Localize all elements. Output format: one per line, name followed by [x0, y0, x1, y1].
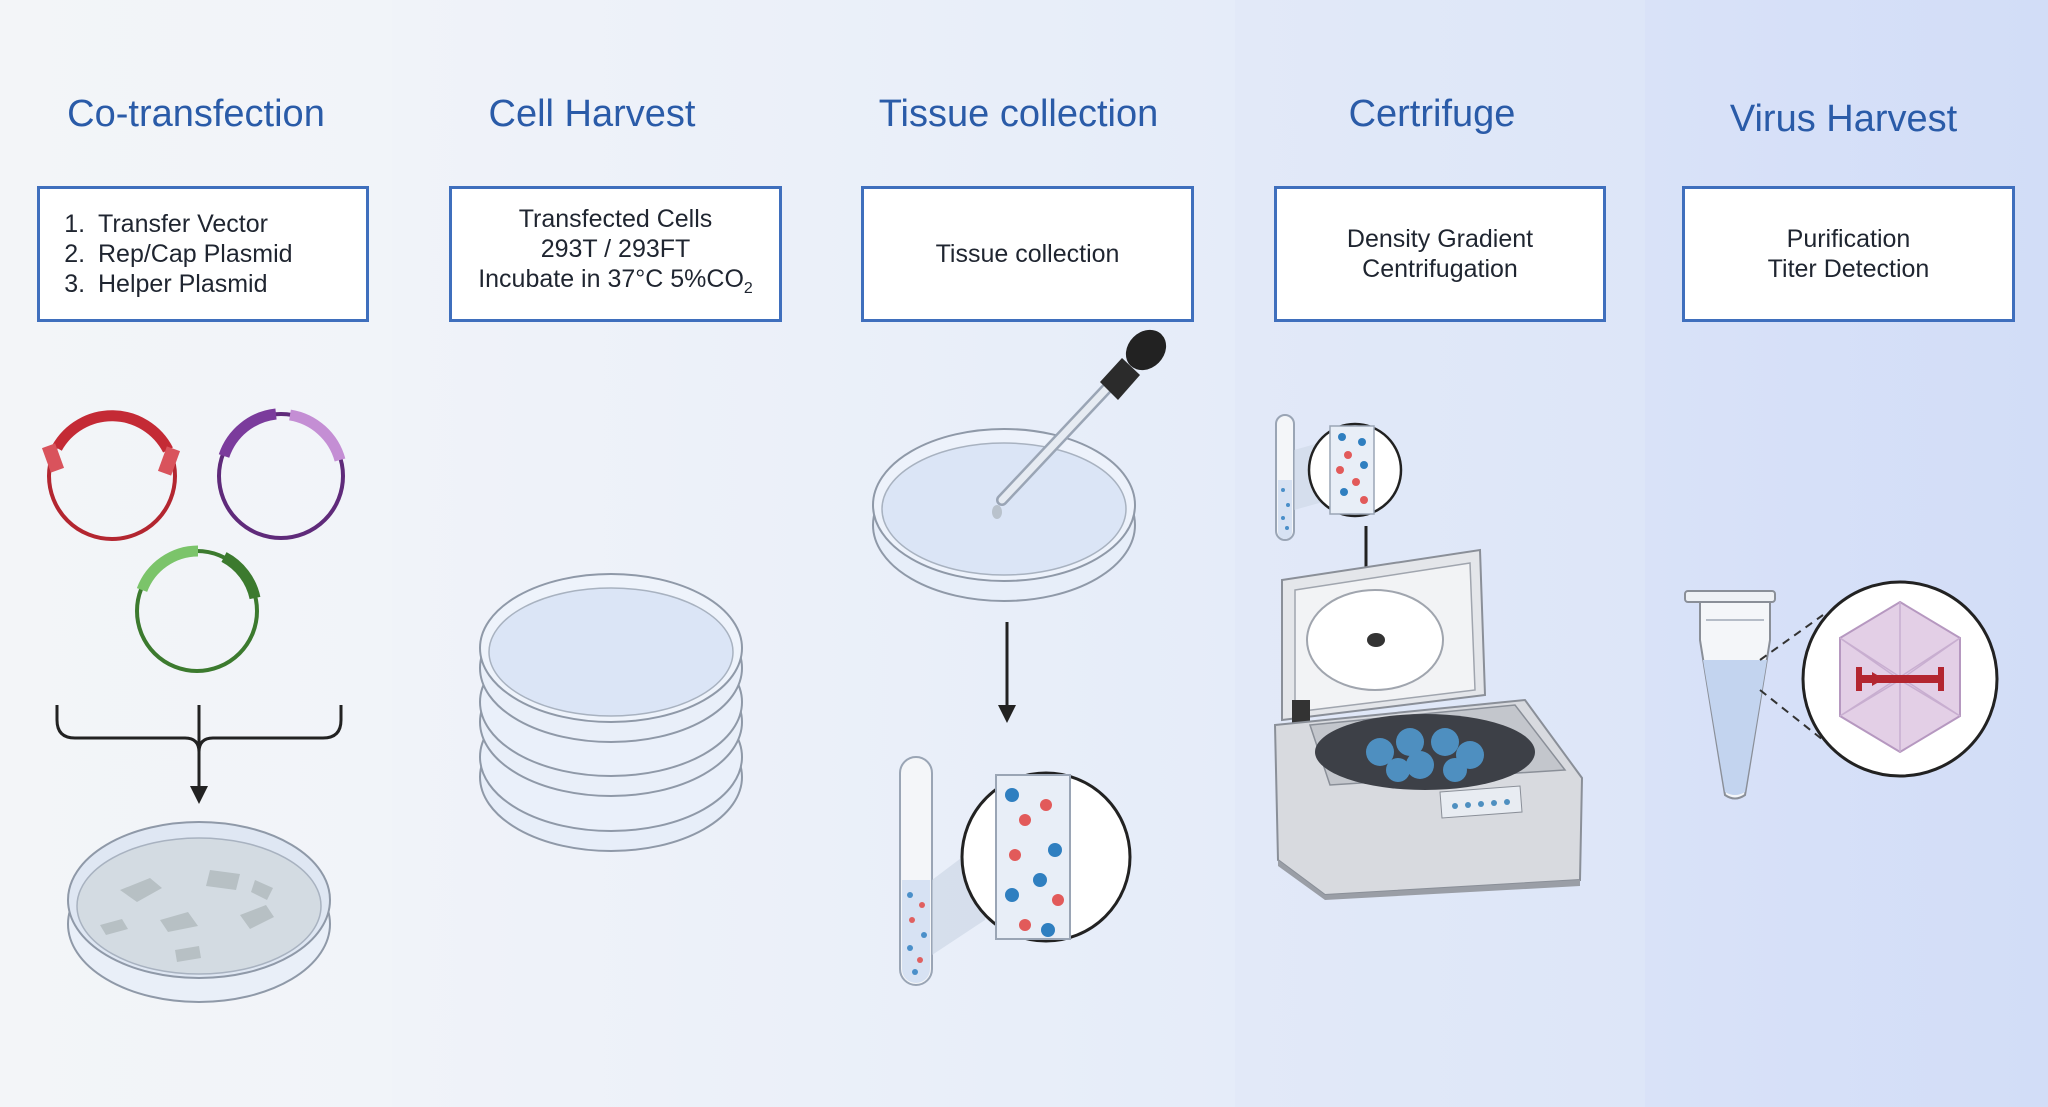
step-box-co-transfection: Transfer Vector Rep/Cap Plasmid Helper P…: [37, 186, 369, 322]
magnifier-virus-icon: [1801, 580, 1999, 778]
petri-dish-pipette-icon: [872, 329, 1167, 602]
microtube-icon: [1684, 590, 1776, 800]
subscript: 2: [743, 280, 753, 297]
panel-cell-harvest: Cell Harvest: [392, 0, 812, 1107]
plasmid-red-icon: [41, 410, 181, 541]
box-line: Tissue collection: [935, 240, 1120, 268]
merge-bracket-arrow: [55, 705, 343, 804]
box-line: Purification: [1786, 225, 1911, 253]
list-item: Rep/Cap Plasmid: [92, 239, 293, 269]
sample-tube-icon: [899, 756, 933, 986]
step-box-tissue-collection: Tissue collection: [861, 186, 1194, 322]
panel-centrifuge: Certrifuge: [1235, 0, 1645, 1107]
gradient-tube-icon: [1275, 414, 1295, 541]
plasmid-purple-icon: [217, 408, 346, 540]
step-box-centrifuge: Density Gradient Centrifugation: [1274, 186, 1606, 322]
step-title: Cell Harvest: [488, 93, 696, 135]
step-title: Certrifuge: [1348, 93, 1516, 135]
stacked-petri-dishes-icon: [479, 573, 743, 852]
magnifier-tissue-icon: [960, 771, 1132, 943]
panel-virus-harvest: Virus Harvest: [1645, 0, 2048, 1107]
box-line: Incubate in 37°C 5%CO2: [478, 264, 753, 304]
magnifier-gradient-icon: [1307, 422, 1403, 518]
list-item: Helper Plasmid: [92, 269, 293, 299]
step-box-virus-harvest: Purification Titer Detection: [1682, 186, 2015, 322]
box-line-text: Incubate in 37°C 5%CO: [478, 265, 744, 293]
centrifuge-icon: [1273, 548, 1584, 900]
plasmid-green-icon: [135, 545, 261, 673]
step-title: Tissue collection: [878, 93, 1159, 135]
box-line: Centrifugation: [1362, 255, 1518, 283]
box-line: Density Gradient: [1346, 225, 1534, 253]
step-box-cell-harvest: Transfected Cells 293T / 293FT Incubate …: [449, 186, 782, 322]
box-line: Transfected Cells: [518, 205, 713, 233]
list-item: Transfer Vector: [92, 209, 293, 239]
box-line: 293T / 293FT: [540, 235, 691, 263]
plasmid-list: Transfer Vector Rep/Cap Plasmid Helper P…: [40, 209, 293, 299]
step-title: Co-transfection: [67, 93, 325, 135]
petri-dish-cells-icon: [67, 821, 331, 1003]
step-title: Virus Harvest: [1729, 98, 1958, 140]
box-line: Titer Detection: [1767, 255, 1930, 283]
